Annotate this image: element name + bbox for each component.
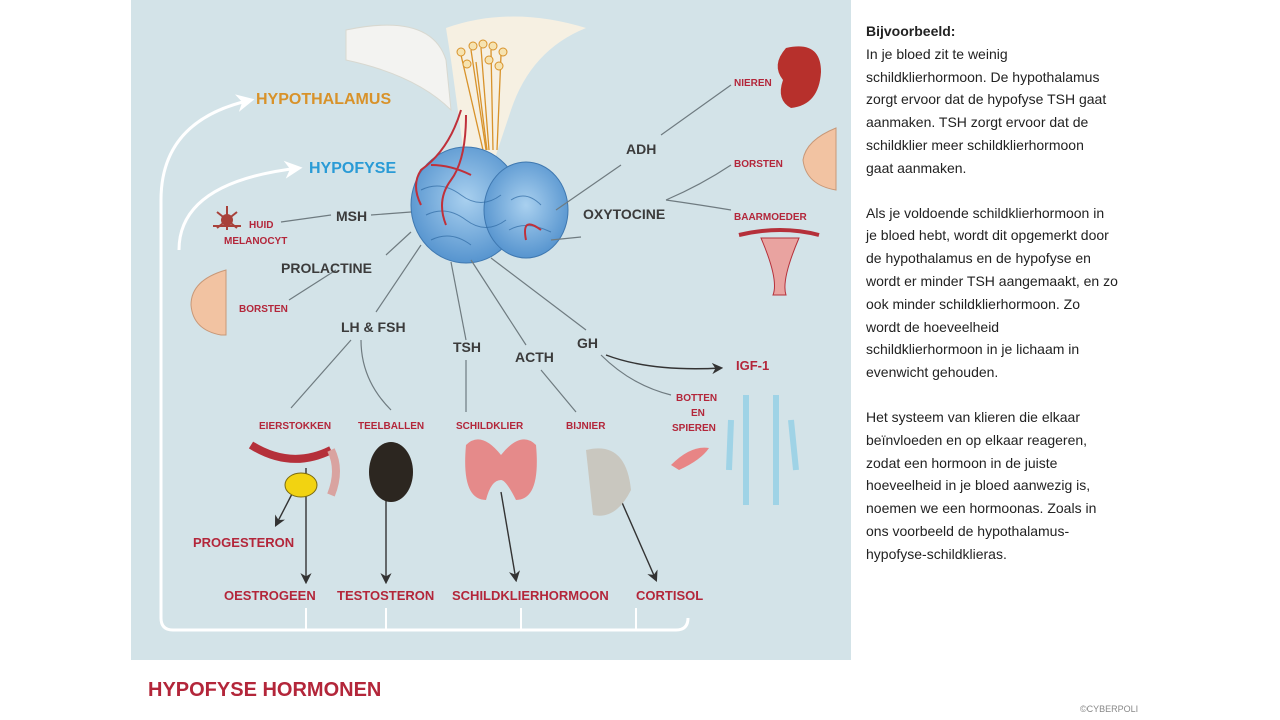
target-huid: HUID [249,220,273,231]
hormone-tsh: TSH [453,339,481,355]
explanation-paragraph-1: In je bloed zit te weinig schildklierhor… [866,45,1107,176]
kidney-icon [777,46,821,108]
connector-lines [280,84,732,413]
copyright-notice: ©CYBERPOLI [1080,704,1139,714]
breast-right-icon [802,127,837,191]
hormone-oxytocine: OXYTOCINE [583,206,665,222]
testis-icon [369,442,413,502]
target-borsten-right: BORSTEN [734,159,783,170]
hypothalamus-label: HYPOTHALAMUS [256,91,391,108]
hypofyse-label: HYPOFYSE [309,160,396,177]
ovary-icon [248,441,340,498]
adrenal-icon [586,448,631,516]
hormone-acth: ACTH [515,349,554,365]
target-melanocyt: MELANOCYT [224,236,287,247]
target-borsten-left: BORSTEN [239,304,288,315]
target-eierstokken: EIERSTOKKEN [259,421,331,432]
thyroid-icon [465,439,537,500]
muscle-icon [671,447,709,470]
hormone-msh: MSH [336,208,367,224]
target-teelballen: TEELBALLEN [358,421,424,432]
uterus-icon [738,228,820,296]
product-oestrogeen: OESTROGEEN [224,588,316,603]
hormone-lh-fsh: LH & FSH [341,319,406,335]
product-cortisol: CORTISOL [636,588,703,603]
target-en: EN [691,408,705,419]
product-progesteron: PROGESTERON [193,535,294,550]
feedback-loop [159,94,690,632]
explanation-text: Bijvoorbeeld: In je bloed zit te weinig … [866,20,1166,588]
breast-left-icon [190,269,227,336]
product-testosteron: TESTOSTERON [337,588,434,603]
target-nieren: NIEREN [734,78,772,89]
target-bijnier: BIJNIER [566,421,606,432]
target-spieren: SPIEREN [672,423,716,434]
organ-illustrations [190,46,837,516]
melanocyte-icon [213,206,241,230]
explanation-heading: Bijvoorbeeld: [866,23,956,39]
target-igf1: IGF-1 [736,358,769,373]
explanation-paragraph-2: Als je voldoende schildklierhormoon in j… [866,204,1118,381]
target-botten: BOTTEN [676,393,717,404]
hormone-prolactine: PROLACTINE [281,260,372,276]
product-schildklierhormoon: SCHILDKLIERHORMOON [452,588,609,603]
target-baarmoeder: BAARMOEDER [734,212,808,223]
hormone-gh: GH [577,335,598,351]
target-schildklier: SCHILDKLIER [456,421,524,432]
hormone-diagram: HYPOTHALAMUS HYPOFYSE MSH PROLACTINE LH … [159,16,837,632]
explanation-paragraph-3: Het systeem van klieren die elkaar beïnv… [866,408,1097,562]
hormone-adh: ADH [626,141,656,157]
pituitary-gland-illustration [345,16,586,264]
skeleton-icon [726,395,799,505]
page-title: HYPOFYSE HORMONEN [148,679,382,701]
